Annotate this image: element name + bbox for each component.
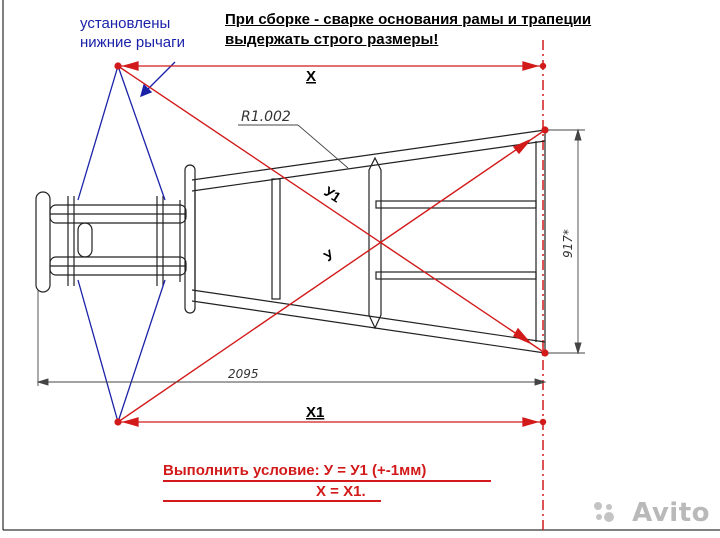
lever-note-line1: установлены: [80, 15, 171, 32]
point-frame-top: [541, 126, 549, 134]
point-frame-bottom: [541, 349, 549, 357]
condition-line2: X = X1.: [316, 483, 366, 500]
label-y1: У1: [321, 183, 344, 206]
label-x1: X1: [306, 404, 324, 421]
point-axis-top: [539, 62, 547, 70]
assembly-instruction-line2: выдержать строго размеры!: [225, 31, 439, 48]
assembly-instruction-line1: При сборке - сварке основания рамы и тра…: [225, 11, 592, 28]
lever-label-arrow: [140, 61, 176, 98]
condition-line1: Выполнить условие: У = У1 (+-1мм): [163, 462, 427, 479]
label-y: У: [321, 246, 337, 264]
diagonals: [117, 65, 546, 423]
lever-note-line2: нижние рычаги: [80, 34, 185, 51]
lower-levers-assembly: [35, 191, 187, 293]
trapezoid-frame: [184, 129, 546, 354]
label-height: 917*: [561, 229, 575, 258]
avito-watermark: Avito: [632, 498, 710, 528]
condition-underline1: [163, 480, 491, 482]
label-x: X: [306, 68, 316, 85]
label-radius: R1.002: [241, 109, 291, 125]
dimension-height: [548, 128, 585, 355]
point-lever-top: [114, 62, 122, 70]
dimension-x: [118, 61, 543, 71]
lever-triangles: [77, 65, 166, 423]
dimension-length: [36, 290, 547, 386]
radius-leader: [238, 124, 349, 169]
label-length: 2095: [228, 367, 259, 381]
lever-note: установлены нижние рычаги: [80, 14, 185, 52]
point-axis-bottom: [539, 418, 547, 426]
assembly-instruction: При сборке - сварке основания рамы и тра…: [225, 10, 695, 50]
point-lever-bottom: [114, 418, 122, 426]
avito-logo-icon: [594, 502, 614, 522]
dimension-x1: [118, 417, 543, 427]
condition-underline2: [163, 500, 381, 502]
